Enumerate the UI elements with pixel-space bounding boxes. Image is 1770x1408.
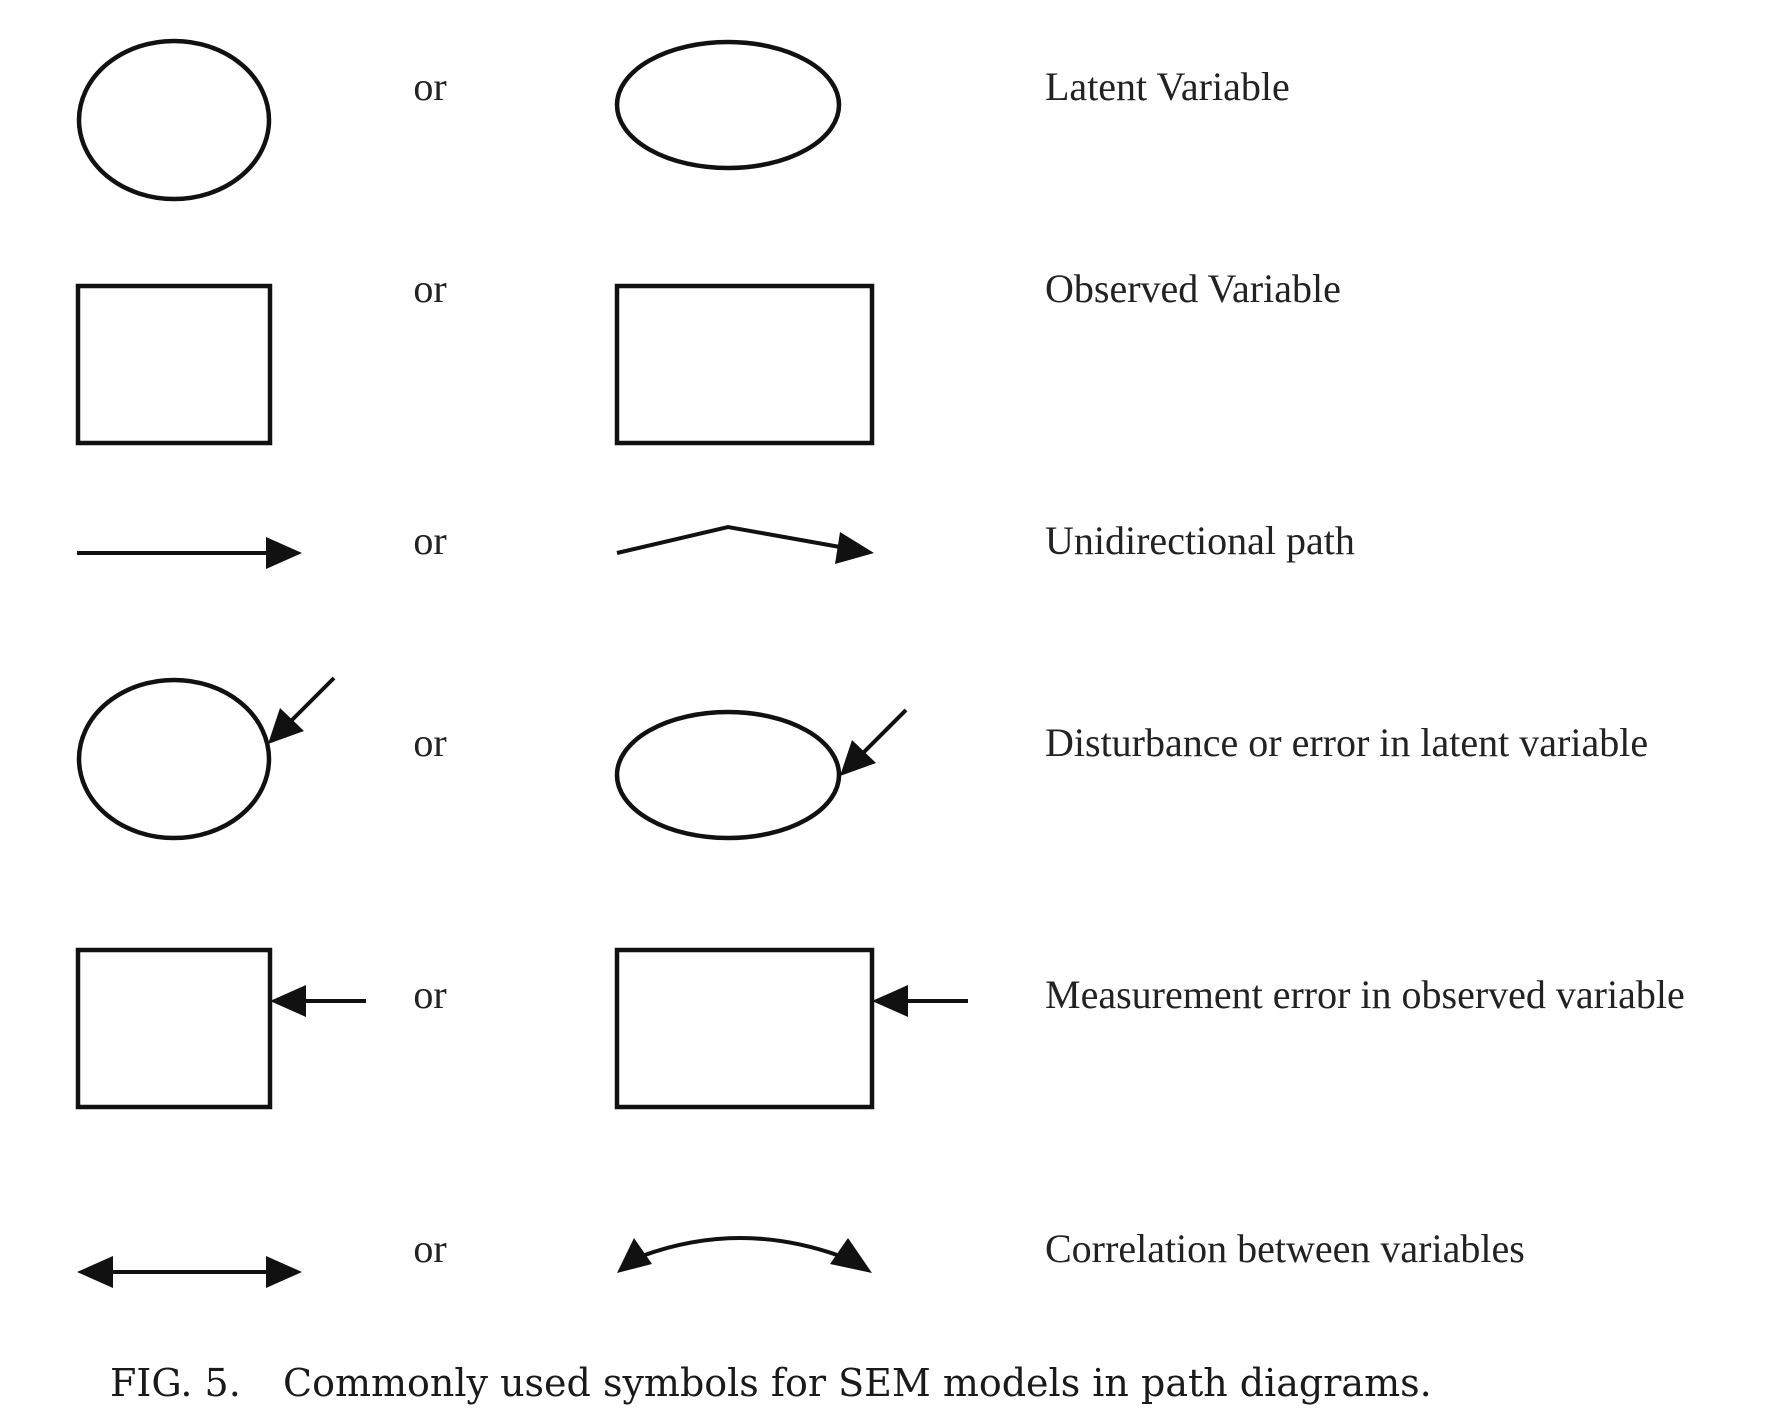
row-label: Latent Variable [1045, 64, 1290, 109]
caption-text: Commonly used symbols for SEM models in … [283, 1361, 1432, 1405]
row-label: Measurement error in observed variable [1045, 972, 1685, 1017]
row-disturbance-latent: or Disturbance or error in latent variab… [76, 676, 1648, 841]
or-connector: or [413, 720, 446, 765]
row-latent-variable: or Latent Variable [76, 38, 1290, 202]
caption-number: FIG. 5. [110, 1361, 241, 1405]
observed-square-with-error-arrow-symbol [75, 947, 366, 1110]
or-connector: or [413, 972, 446, 1017]
row-correlation: or Correlation between variables [77, 1226, 1525, 1288]
row-label: Observed Variable [1045, 266, 1341, 311]
row-label: Disturbance or error in latent variable [1045, 720, 1648, 765]
row-unidirectional-path: or Unidirectional path [77, 518, 1355, 569]
latent-ellipse-symbol [614, 39, 842, 171]
or-connector: or [413, 266, 446, 311]
latent-ellipse-with-error-arrow-symbol [614, 708, 908, 841]
row-observed-variable: or Observed Variable [75, 266, 1341, 446]
latent-circle-with-error-arrow-symbol [76, 676, 336, 841]
curved-double-arrow-symbol [617, 1236, 872, 1273]
row-measurement-error-observed: or Measurement error in observed variabl… [75, 947, 1685, 1110]
or-connector: or [413, 518, 446, 563]
observed-rectangle-symbol [614, 283, 875, 446]
observed-square-symbol [75, 283, 273, 446]
figure-caption: FIG. 5. Commonly used symbols for SEM mo… [110, 1361, 1432, 1405]
latent-circle-symbol [76, 38, 272, 202]
bent-arrow-symbol [616, 524, 874, 564]
straight-double-arrow-symbol [77, 1256, 302, 1288]
or-connector: or [413, 64, 446, 109]
observed-rectangle-with-error-arrow-symbol [614, 947, 968, 1110]
row-label: Unidirectional path [1045, 518, 1355, 563]
or-connector: or [413, 1226, 446, 1271]
row-label: Correlation between variables [1045, 1226, 1525, 1271]
straight-arrow-symbol [77, 537, 302, 569]
